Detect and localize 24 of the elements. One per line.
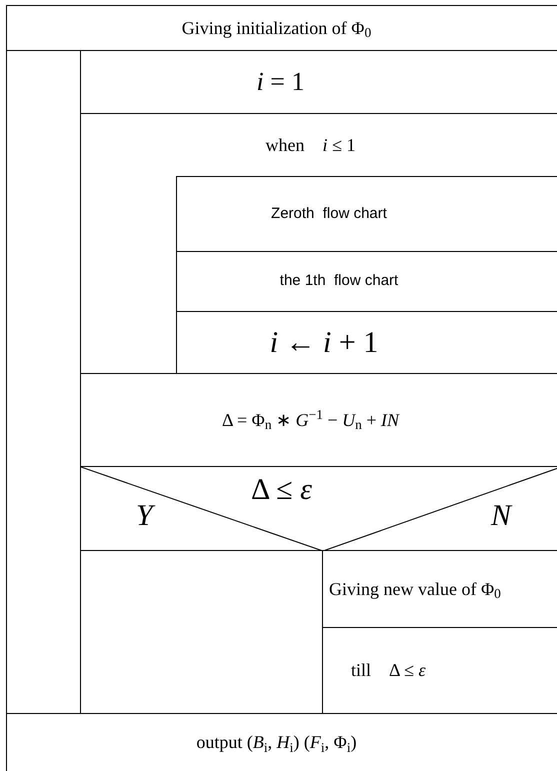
process-box: [6, 713, 557, 771]
box-text: the 1th flow chart: [280, 272, 398, 291]
process-box: [80, 373, 557, 466]
loop-block: [80, 113, 557, 373]
process-box: [322, 627, 557, 713]
process-box: [80, 50, 557, 113]
box-text: when i ≤ 1: [266, 134, 356, 156]
box-text: Zeroth flow chart: [271, 204, 387, 224]
no-branch-label: N: [491, 501, 512, 531]
box-text: Giving new value of Φ$_{0}$: [329, 578, 501, 600]
process-box: [176, 311, 557, 374]
box-text: till Δ ≤ ε: [351, 659, 426, 682]
box-text: i ← i + 1: [270, 325, 378, 362]
box-text: output (B$_{i}$, H$_{i}$) (F$_{i}$, Φ$_{i}$): [196, 731, 357, 754]
box-text: Giving initialization of Φ$_{0}$: [182, 16, 372, 40]
box-text: Δ = Φ$_{n}$ ∗ G$^{−1}$ − U$_{n}$ + IN: [222, 408, 400, 432]
process-box: [6, 5, 557, 50]
process-box: [176, 251, 557, 311]
condition-text: Δ ≤ ε: [251, 475, 312, 505]
process-box: [322, 550, 557, 627]
process-box: [176, 176, 557, 251]
box-text: i = 1: [256, 66, 304, 98]
yes-branch-label: Y: [136, 501, 153, 531]
empty-branch-box: [80, 550, 322, 713]
